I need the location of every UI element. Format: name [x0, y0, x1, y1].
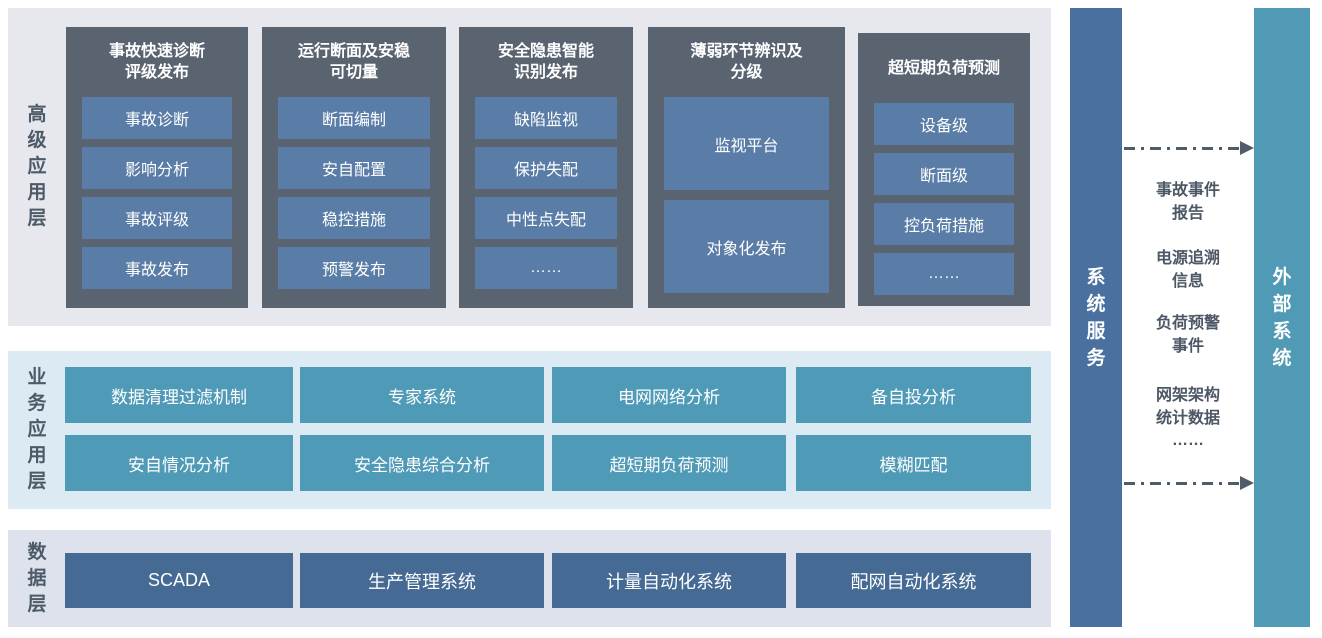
business-item: 专家系统: [300, 367, 544, 423]
exchange-data-item: 电源追溯 信息: [1155, 250, 1220, 290]
external-system-bar: 外部系统: [1254, 8, 1310, 627]
app-column-accident-diagnosis: 事故快速诊断 评级发布 事故诊断 影响分析 事故评级 事故发布: [66, 27, 248, 308]
column-title: 超短期负荷预测: [887, 59, 1000, 77]
data-item: 生产管理系统: [300, 553, 544, 608]
dashed-arrow-top: [1122, 141, 1254, 155]
layer-label-text: 数据层: [27, 541, 47, 615]
app-item: 控负荷措施: [874, 203, 1014, 245]
data-item: 计量自动化系统: [552, 553, 786, 608]
app-column-hidden-danger: 安全隐患智能 识别发布 缺陷监视 保护失配 中性点失配 ……: [459, 27, 633, 308]
app-column-load-forecast: 超短期负荷预测 设备级 断面级 控负荷措施 ……: [858, 33, 1030, 306]
arrowhead-icon: [1240, 141, 1254, 155]
app-item: 断面级: [874, 153, 1014, 195]
business-item: 超短期负荷预测: [552, 435, 786, 491]
column-title: 安全隐患智能 识别发布: [497, 43, 594, 81]
business-item: 模糊匹配: [796, 435, 1031, 491]
app-item: 影响分析: [82, 147, 232, 189]
column-title: 薄弱环节辨识及 分级: [690, 43, 803, 81]
layer-label-advanced: 高级应用层: [8, 8, 66, 326]
dashed-arrow-bottom: [1122, 476, 1254, 490]
layer-label-business: 业务应用层: [8, 351, 66, 509]
data-item: SCADA: [65, 553, 293, 608]
app-item: 事故诊断: [82, 97, 232, 139]
app-item: 安自配置: [278, 147, 430, 189]
column-title: 事故快速诊断 评级发布: [108, 43, 205, 81]
business-application-layer: 业务应用层 数据清理过滤机制 专家系统 电网网络分析 备自投分析 安自情况分析 …: [8, 351, 1051, 509]
app-item: 对象化发布: [664, 200, 829, 293]
business-item: 电网网络分析: [552, 367, 786, 423]
advanced-application-layer: 高级应用层 事故快速诊断 评级发布 事故诊断 影响分析 事故评级 事故发布 运行…: [8, 8, 1051, 326]
exchange-data-item: 网架架构 统计数据: [1155, 387, 1220, 427]
exchange-data-item: 事故事件 报告: [1155, 182, 1220, 222]
app-item: 缺陷监视: [475, 97, 617, 139]
app-item: 中性点失配: [475, 197, 617, 239]
app-item: 保护失配: [475, 147, 617, 189]
app-column-weak-link: 薄弱环节辨识及 分级 监视平台 对象化发布: [648, 27, 845, 308]
app-item: ……: [475, 247, 617, 289]
app-item: 断面编制: [278, 97, 430, 139]
layer-label-data: 数据层: [8, 530, 66, 627]
app-item: 设备级: [874, 103, 1014, 145]
business-item: 安自情况分析: [65, 435, 293, 491]
layer-label-text: 高级应用层: [27, 104, 47, 229]
app-item: ……: [874, 253, 1014, 295]
app-item: 事故评级: [82, 197, 232, 239]
layer-label-text: 业务应用层: [27, 367, 47, 492]
data-item: 配网自动化系统: [796, 553, 1031, 608]
exchange-data-item: ……: [1172, 432, 1204, 449]
exchange-data-item: 负荷预警 事件: [1155, 315, 1220, 355]
column-title: 运行断面及安稳 可切量: [297, 43, 410, 81]
data-layer: 数据层 SCADA 生产管理系统 计量自动化系统 配网自动化系统: [8, 530, 1051, 627]
arrowhead-icon: [1240, 476, 1254, 490]
business-item: 备自投分析: [796, 367, 1031, 423]
business-item: 数据清理过滤机制: [65, 367, 293, 423]
app-item: 监视平台: [664, 97, 829, 190]
app-column-operation-section: 运行断面及安稳 可切量 断面编制 安自配置 稳控措施 预警发布: [262, 27, 446, 308]
business-item: 安全隐患综合分析: [300, 435, 544, 491]
app-item: 预警发布: [278, 247, 430, 289]
app-item: 稳控措施: [278, 197, 430, 239]
system-service-bar: 系统服务: [1070, 8, 1122, 627]
dashed-line: [1124, 482, 1240, 485]
dashed-line: [1124, 147, 1240, 150]
system-service-label: 系统服务: [1086, 266, 1106, 369]
app-item: 事故发布: [82, 247, 232, 289]
external-system-label: 外部系统: [1272, 266, 1292, 369]
